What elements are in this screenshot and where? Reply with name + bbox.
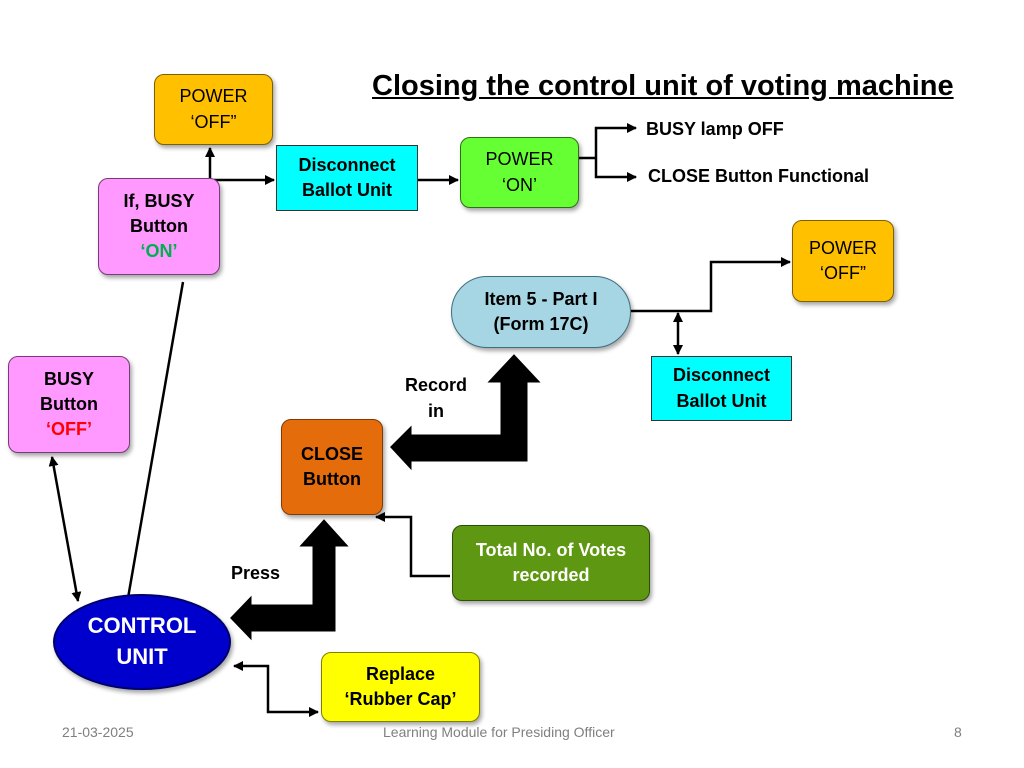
node-power-off-top-line1: POWER xyxy=(179,86,248,107)
footer-page-number: 8 xyxy=(954,724,962,740)
node-total-votes: Total No. of Votes recorded xyxy=(452,525,650,601)
thick-arrow-record-in xyxy=(385,349,548,478)
node-disconnect-right-line2: Ballot Unit xyxy=(676,390,767,411)
node-control-unit-line2: UNIT xyxy=(116,644,168,669)
thick-arrow-press xyxy=(225,514,356,648)
node-power-off-right: POWER ‘OFF” xyxy=(792,220,894,302)
node-power-on-line2: ‘ON’ xyxy=(501,174,537,195)
arrow-busy-off-control-unit-double xyxy=(48,456,82,602)
label-close-functional: CLOSE Button Functional xyxy=(648,166,869,186)
node-replace-cap-line2: ‘Rubber Cap’ xyxy=(344,689,457,709)
footer-date: 21-03-2025 xyxy=(62,724,134,740)
label-busy-lamp-off: BUSY lamp OFF xyxy=(646,119,784,139)
node-disconnect-top: Disconnect Ballot Unit xyxy=(276,145,418,211)
node-if-busy-on-status: ‘ON’ xyxy=(140,241,178,262)
node-power-on-line1: POWER xyxy=(485,149,554,170)
node-replace-cap: Replace ‘Rubber Cap’ xyxy=(321,652,480,722)
node-item5-form17c: Item 5 - Part I (Form 17C) xyxy=(451,276,631,348)
node-power-off-top-line2: ‘OFF” xyxy=(190,111,237,132)
node-if-busy-on: If, BUSY Button ‘ON’ xyxy=(98,178,220,275)
arrow-total-votes-to-close xyxy=(375,512,450,578)
label-record-in-line2: in xyxy=(428,401,444,422)
node-total-votes-line2: recorded xyxy=(512,565,590,585)
node-control-unit: CONTROL UNIT xyxy=(53,594,231,690)
node-if-busy-on-line2: Button xyxy=(130,215,188,236)
node-if-busy-on-line1: If, BUSY xyxy=(123,190,195,211)
node-power-off-right-line1: POWER xyxy=(808,237,877,258)
node-power-on: POWER ‘ON’ xyxy=(460,137,579,208)
node-disconnect-top-line2: Ballot Unit xyxy=(302,180,392,200)
node-control-unit-line1: CONTROL xyxy=(87,613,197,639)
node-busy-off-status: ‘OFF’ xyxy=(45,419,92,440)
label-record-in-line1: Record xyxy=(404,375,467,395)
arrow-control-unit-replace-cap-double xyxy=(233,661,319,717)
node-replace-cap-line1: Replace xyxy=(365,663,436,684)
node-power-off-right-line2: ‘OFF” xyxy=(820,263,866,283)
node-busy-off-line1: BUSY xyxy=(43,368,94,389)
label-press: Press xyxy=(231,563,281,583)
arrow-to-close-functional xyxy=(594,158,637,182)
line-control-unit-to-busy-on xyxy=(126,281,185,599)
node-disconnect-top-line1: Disconnect xyxy=(298,154,396,175)
node-busy-off: BUSY Button ‘OFF’ xyxy=(8,356,130,453)
node-close-button-line1: CLOSE xyxy=(300,443,363,464)
arrow-to-busy-lamp-off xyxy=(594,123,637,158)
node-item5-line1: Item 5 - Part I xyxy=(484,288,598,309)
page-title: Closing the control unit of voting machi… xyxy=(372,70,954,102)
node-busy-off-line2: Button xyxy=(40,393,98,414)
node-total-votes-line1: Total No. of Votes xyxy=(475,539,627,560)
node-power-off-top: POWER ‘OFF” xyxy=(154,74,273,145)
footer-title: Learning Module for Presiding Officer xyxy=(383,724,615,740)
node-close-button-line2: Button xyxy=(303,469,361,489)
node-disconnect-right-line1: Disconnect xyxy=(672,365,771,386)
node-disconnect-right: Disconnect Ballot Unit xyxy=(651,356,792,421)
arrow-item5-to-power-off xyxy=(631,257,791,313)
node-item5-line2: (Form 17C) xyxy=(493,314,589,334)
node-close-button: CLOSE Button xyxy=(281,419,383,515)
label-record-in: Record in xyxy=(400,372,472,424)
